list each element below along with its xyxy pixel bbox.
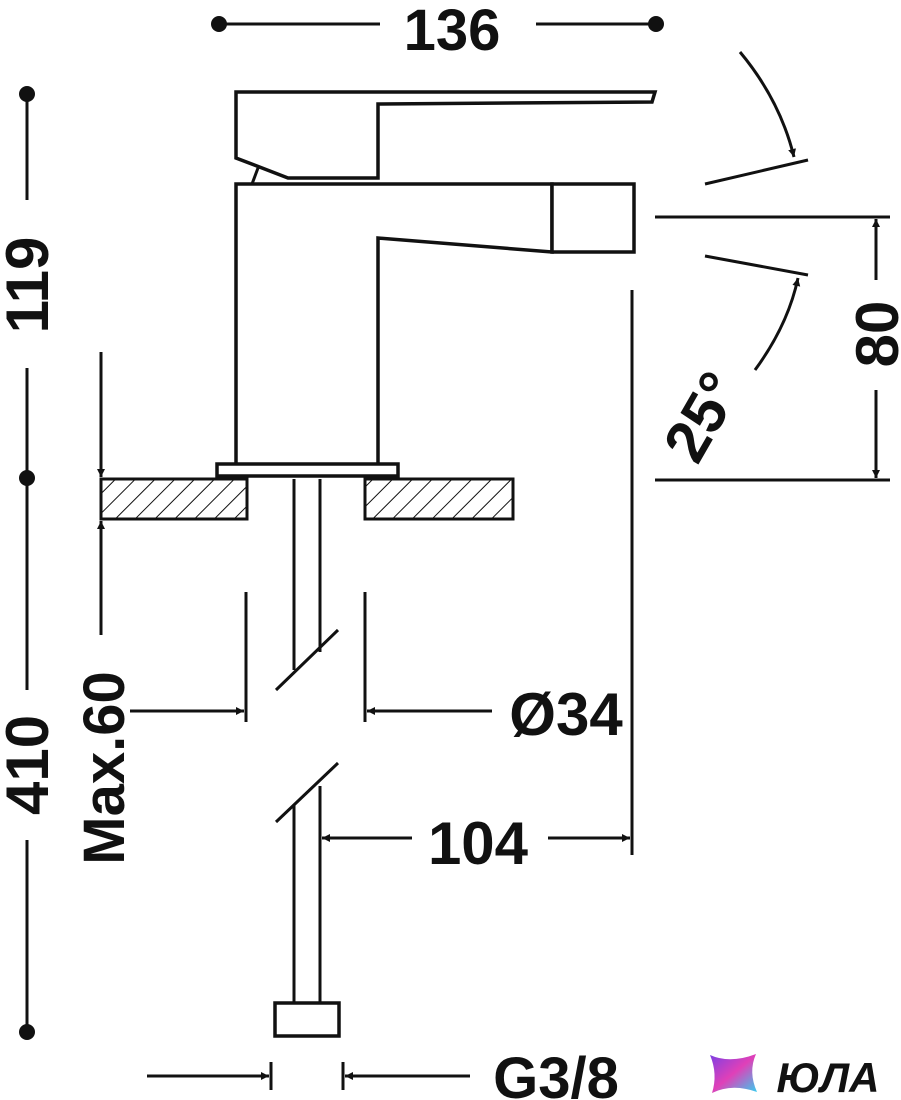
supply-hoses [273, 479, 341, 1038]
dimension-136: 136 [211, 0, 664, 63]
mixer-handle [234, 90, 658, 185]
yula-logo-mark [710, 1054, 757, 1093]
dimension-g38: G3/8 [147, 1046, 619, 1100]
dimension-left-vertical: 119 410 [0, 86, 61, 1040]
dimension-spray-angle: 25° [651, 51, 809, 473]
countertop-section [99, 477, 515, 521]
dimension-label-410: 410 [0, 715, 61, 815]
dimension-label-80: 80 [844, 301, 901, 368]
mixer-body [234, 182, 554, 468]
mixer-base-plate [215, 462, 400, 478]
dimension-label-max-60: Max.60 [72, 671, 137, 864]
dimension-104: 104 [322, 290, 634, 877]
yula-logo: ЮЛА [710, 1054, 879, 1100]
dimension-max-60: Max.60 [72, 352, 137, 865]
dimension-label-104: 104 [428, 810, 529, 877]
dimension-diameter-34: Ø34 [130, 592, 623, 748]
dimension-label-136: 136 [404, 0, 501, 63]
dimension-80: 80 [655, 215, 901, 482]
dimension-label-diameter-34: Ø34 [509, 681, 623, 748]
yula-logo-text: ЮЛА [777, 1054, 880, 1100]
dimension-label-25-degrees: 25° [651, 361, 754, 473]
spout-aerator [550, 182, 636, 254]
dimension-label-g38: G3/8 [493, 1046, 619, 1100]
dimension-label-119: 119 [0, 237, 61, 334]
